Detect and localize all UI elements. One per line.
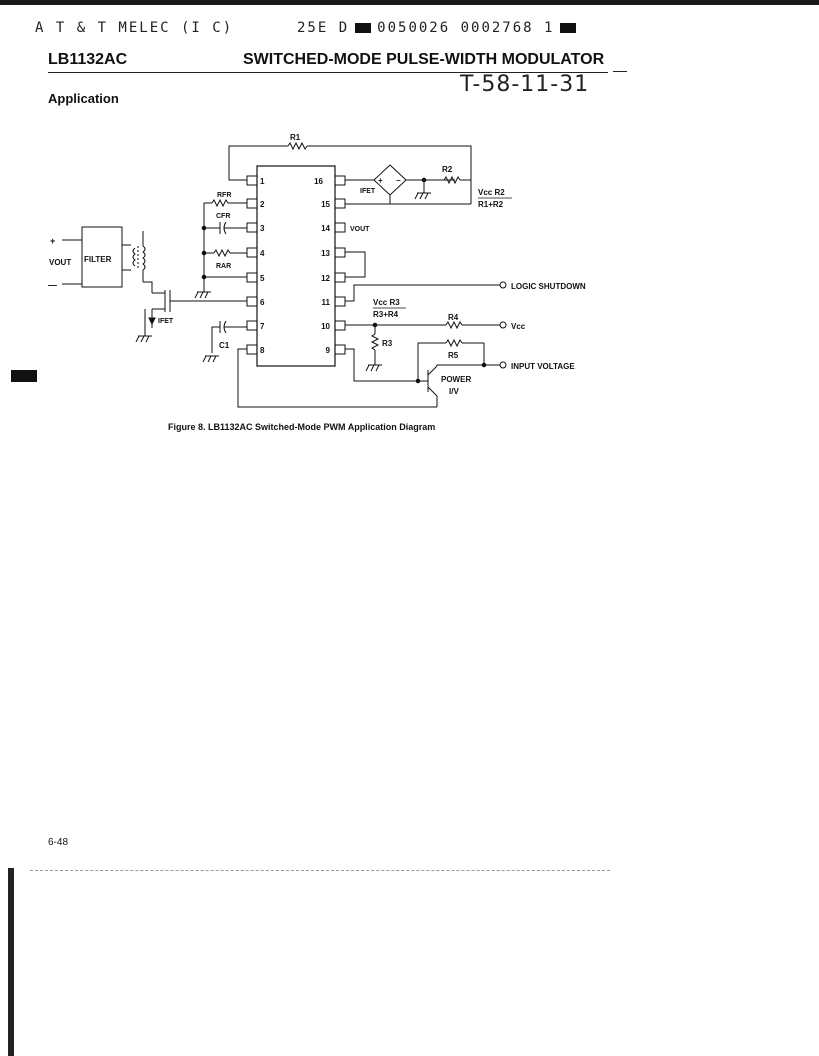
- page-number: 6-48: [48, 837, 69, 848]
- right-pins: [334, 175, 346, 355]
- label-ifet-left: IFET: [158, 318, 174, 325]
- resistor-r3: [370, 333, 380, 351]
- pin-box: [334, 175, 346, 186]
- label-rar: RAR: [216, 263, 231, 270]
- figure-caption: Figure 8. LB1132AC Switched-Mode PWM App…: [168, 422, 436, 432]
- pin-box: [246, 175, 258, 186]
- pin-label: 8: [260, 346, 265, 355]
- resistor-r4: [445, 320, 463, 330]
- label-amp-plus: +: [378, 176, 383, 185]
- label-amp-minus: −: [396, 176, 401, 185]
- pin-label: 5: [260, 274, 265, 283]
- handwritten-dash: —: [613, 62, 627, 78]
- header-right-code: 25E D 0050026 0002768 1: [297, 20, 582, 36]
- label-filter: FILTER: [84, 255, 112, 264]
- scan-top-border: [0, 0, 819, 5]
- label-vcc-r2: Vcc R2: [478, 188, 505, 197]
- pin-box: [246, 296, 258, 307]
- ground-icon: [202, 355, 219, 363]
- pin-box: [246, 247, 258, 258]
- resistor-r2: [443, 175, 461, 185]
- label-minus: —: [48, 280, 57, 290]
- pin-label: 2: [260, 200, 265, 209]
- pin-label: 16: [314, 177, 323, 186]
- barcode-block-icon: [560, 23, 577, 33]
- resistor-rfr: [211, 198, 229, 208]
- label-plus: +: [50, 236, 55, 246]
- pin-box: [334, 272, 346, 283]
- section-heading: Application: [48, 91, 119, 106]
- label-vcc: Vcc: [511, 322, 526, 331]
- scan-artifact-line: [30, 870, 610, 871]
- label-cfr: CFR: [216, 213, 230, 220]
- pin-label: 10: [321, 322, 330, 331]
- label-rfr: RFR: [217, 192, 231, 199]
- transformer-coil: [142, 245, 146, 271]
- label-r4: R4: [448, 313, 459, 322]
- pin-box: [246, 222, 258, 233]
- resistor-r1: [287, 141, 308, 151]
- pin-label: 4: [260, 249, 265, 258]
- left-pins: [246, 175, 258, 355]
- pin-box: [246, 272, 258, 283]
- terminal-vcc: [499, 321, 507, 329]
- pin-box: [246, 198, 258, 209]
- label-logic-shutdown: LOGIC SHUTDOWN: [511, 282, 586, 291]
- pin-label: 13: [321, 249, 330, 258]
- pin-box: [334, 222, 346, 233]
- ground-icon: [194, 291, 211, 299]
- pin-label: 12: [321, 274, 330, 283]
- handwritten-annotation: T-58-11-31: [460, 72, 590, 97]
- pin-label: 9: [326, 346, 331, 355]
- resistor-rar: [213, 248, 231, 258]
- section-tab-marker: [11, 370, 37, 382]
- label-vout-left: VOUT: [49, 258, 71, 267]
- label-vout-pin: VOUT: [350, 226, 370, 233]
- pin-box: [334, 247, 346, 258]
- label-input-voltage: INPUT VOLTAGE: [511, 362, 575, 371]
- pin-label: 1: [260, 177, 265, 186]
- ground-icon: [414, 192, 431, 200]
- r1-loop: [228, 141, 472, 181]
- label-c1: C1: [219, 341, 230, 350]
- header-code-a: 25E D: [297, 20, 350, 36]
- terminal-input-voltage: [499, 361, 507, 369]
- header-code-b: 0050026 0002768 1: [377, 20, 555, 36]
- pin-box: [334, 320, 346, 331]
- label-r3-r4: R3+R4: [373, 310, 399, 319]
- pin-box: [334, 198, 346, 209]
- pin-box: [246, 320, 258, 331]
- label-r3: R3: [382, 339, 393, 348]
- part-number: LB1132AC: [48, 51, 128, 68]
- pin-label: 11: [322, 298, 331, 307]
- header-left-code: A T & T MELEC (I C): [35, 20, 234, 36]
- ground-icon: [135, 335, 152, 343]
- label-r2: R2: [442, 165, 453, 174]
- label-r5: R5: [448, 351, 459, 360]
- barcode-block-icon: [355, 23, 372, 33]
- pin-label: 7: [260, 322, 265, 331]
- label-r1-r2: R1+R2: [478, 200, 504, 209]
- resistor-r5: [445, 338, 463, 348]
- label-r1: R1: [290, 133, 301, 142]
- pin-box: [334, 296, 346, 307]
- pin-label: 3: [260, 224, 265, 233]
- label-iv: I/V: [449, 387, 459, 396]
- pin-box: [334, 344, 346, 355]
- scan-edge-bar: [8, 868, 14, 1056]
- filter-block: [81, 226, 123, 288]
- pin-box: [246, 344, 258, 355]
- pin-label: 15: [321, 200, 330, 209]
- pin-label: 6: [260, 298, 265, 307]
- label-power: POWER: [441, 375, 471, 384]
- terminal-logic-shutdown: [499, 281, 507, 289]
- application-circuit-diagram: 1 2 3 4 5 6 7 8 16 15 14 13 12 11 10 9 R…: [48, 133, 586, 408]
- page-title: SWITCHED-MODE PULSE-WIDTH MODULATOR: [243, 51, 605, 68]
- pin-label: 14: [321, 224, 330, 233]
- label-ifet-top: IFET: [360, 188, 376, 195]
- label-vcc-r3: Vcc R3: [373, 298, 400, 307]
- ic-body: [256, 165, 336, 367]
- ground-icon: [365, 364, 382, 372]
- header-rule: [48, 72, 608, 73]
